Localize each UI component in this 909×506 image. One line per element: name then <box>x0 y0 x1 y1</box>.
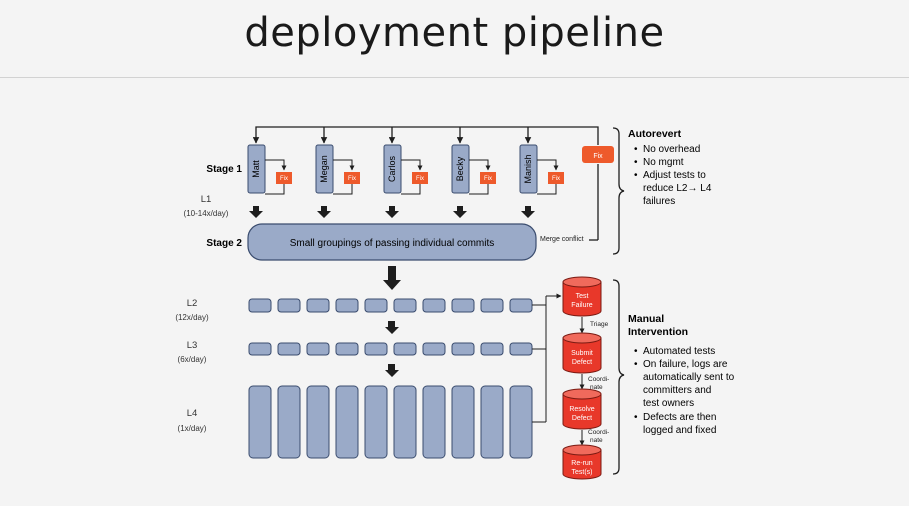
coordinate-note: Coordi- <box>588 429 609 436</box>
l2-label: L2 <box>187 298 198 309</box>
l2-frequency: (12x/day) <box>175 313 209 322</box>
fix-label: Fix <box>484 176 492 182</box>
fix-label: Fix <box>416 176 424 182</box>
triage-note: Triage <box>590 321 609 328</box>
stage2-box-text: Small groupings of passing individual co… <box>290 238 495 249</box>
autorevert-bullet: Adjust tests to <box>643 170 706 181</box>
l1-label: L1 <box>201 194 212 205</box>
developer-name: Megan <box>319 155 329 183</box>
autorevert-heading: Autorevert <box>628 128 682 140</box>
defect-step-line2: Defect <box>572 415 592 422</box>
fix-box <box>412 172 428 184</box>
stage2-label: Stage 2 <box>206 238 242 249</box>
fix-box <box>548 172 564 184</box>
stage1-to-stage2-arrows <box>249 206 535 218</box>
svg-text:•: • <box>634 346 638 357</box>
stage2-box <box>247 223 537 261</box>
manual-heading: Manual <box>628 313 664 325</box>
developer-column: Megan Fix <box>315 144 360 195</box>
l3-frequency: (6x/day) <box>178 355 207 364</box>
manual-brace <box>612 279 625 475</box>
developer-name: Becky <box>455 156 465 181</box>
stage1-label: Stage 1 <box>206 164 242 175</box>
title-divider <box>0 77 909 78</box>
svg-text:•: • <box>634 144 638 155</box>
defect-step-line2: Defect <box>572 359 592 366</box>
coordinate-note: Coordi- <box>588 376 609 383</box>
autorevert-bullet: failures <box>643 196 675 207</box>
autorevert-brace <box>612 127 625 255</box>
l1-frequency: (10-14x/day) <box>184 209 229 218</box>
coordinate-note: nate <box>590 384 603 391</box>
slide-title: deployment pipeline <box>244 10 665 56</box>
l3-batches <box>248 342 533 356</box>
l3-to-l4-arrow <box>385 364 399 377</box>
l4-batches <box>248 385 533 459</box>
developer-column: Becky Fix <box>451 144 496 195</box>
defect-step-line1: Test <box>576 293 589 300</box>
defect-step: Test Failure <box>562 276 602 317</box>
fix-box <box>276 172 292 184</box>
fix-box <box>480 172 496 184</box>
failure-connectors <box>532 293 585 446</box>
manual-bullet: test owners <box>643 398 694 409</box>
l4-frequency: (1x/day) <box>178 424 207 433</box>
stage1-feed-lines <box>252 126 599 241</box>
svg-text:•: • <box>634 157 638 168</box>
autorevert-bullet: No mgmt <box>643 157 684 168</box>
fix-box <box>344 172 360 184</box>
defect-step: Re-run Test(s) <box>562 444 602 480</box>
developer-column: Matt Fix <box>247 144 292 195</box>
developer-name: Manish <box>523 154 533 183</box>
defect-step-line2: Failure <box>571 302 593 309</box>
manual-heading: Intervention <box>628 326 688 338</box>
developer-name: Carlos <box>387 156 397 183</box>
developer-column: Manish Fix <box>519 144 564 195</box>
defect-step-line1: Resolve <box>569 406 594 413</box>
defect-step-line1: Re-run <box>571 460 593 467</box>
manual-bullet: automatically sent to <box>643 372 735 383</box>
merge-fix-box <box>582 146 614 163</box>
defect-step: Resolve Defect <box>562 388 602 430</box>
manual-bullet: committers and <box>643 385 711 396</box>
manual-bullet: logged and fixed <box>643 425 716 436</box>
l3-label: L3 <box>187 340 198 351</box>
merge-conflict-label: Merge conflict <box>540 236 584 243</box>
defect-step-line1: Submit <box>571 350 593 357</box>
autorevert-bullet: No overhead <box>643 144 700 155</box>
l2-batches <box>248 298 533 313</box>
merge-fix-label: Fix <box>593 153 603 160</box>
fix-label: Fix <box>552 176 560 182</box>
autorevert-bullet: reduce L2→ L4 <box>643 183 712 194</box>
svg-text:•: • <box>634 170 638 181</box>
fix-label: Fix <box>280 176 288 182</box>
manual-bullet: Automated tests <box>643 346 715 357</box>
manual-bullet: On failure, logs are <box>643 359 728 370</box>
svg-text:•: • <box>634 359 638 370</box>
stage2-to-l2-arrow <box>383 266 401 290</box>
manual-bullet: Defects are then <box>643 412 716 423</box>
developer-column: Carlos Fix <box>383 144 428 195</box>
svg-text:•: • <box>634 412 638 423</box>
developer-name: Matt <box>251 160 261 178</box>
defect-step-line2: Test(s) <box>572 469 593 476</box>
coordinate-note: nate <box>590 437 603 444</box>
fix-label: Fix <box>348 176 356 182</box>
l4-label: L4 <box>187 408 198 419</box>
defect-step: Submit Defect <box>562 332 602 374</box>
l2-to-l3-arrow <box>385 321 399 334</box>
